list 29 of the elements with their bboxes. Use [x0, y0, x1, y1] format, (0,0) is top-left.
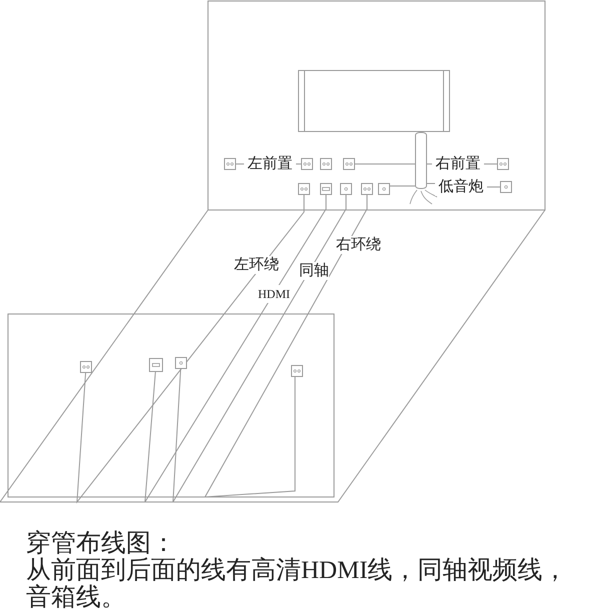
wall-socket — [378, 183, 390, 195]
wall-socket — [298, 183, 310, 195]
edge-label: 左环绕 — [234, 256, 279, 274]
cable-line — [426, 183, 436, 184]
wall-socket — [361, 183, 373, 195]
cable-line — [76, 194, 304, 504]
wall-socket — [224, 158, 236, 170]
conduit-pipe — [415, 132, 427, 189]
diagram-title: 穿管布线图： — [26, 530, 176, 557]
wall-socket — [149, 358, 163, 372]
tv-screen — [298, 70, 450, 132]
wall-socket — [340, 183, 352, 195]
wall-socket — [175, 357, 187, 369]
wall-socket — [500, 181, 512, 193]
caption-text: 从前面到后面的线有高清HDMI线，同轴视频线，音箱线。 — [26, 557, 569, 611]
edge-label: HDMI — [258, 285, 290, 303]
wall-socket — [301, 158, 313, 170]
wall-socket — [80, 361, 92, 373]
wall-socket — [343, 158, 355, 170]
edge-label: 右环绕 — [336, 236, 381, 254]
cable-line — [144, 194, 326, 502]
wall-socket — [320, 183, 332, 195]
cable-line — [486, 186, 500, 188]
cable-line — [204, 194, 368, 498]
cable-line — [172, 194, 346, 502]
edge-label: 同轴 — [299, 262, 329, 280]
wall-socket — [497, 158, 509, 170]
wall-socket — [291, 365, 303, 377]
wall-socket — [320, 158, 332, 170]
